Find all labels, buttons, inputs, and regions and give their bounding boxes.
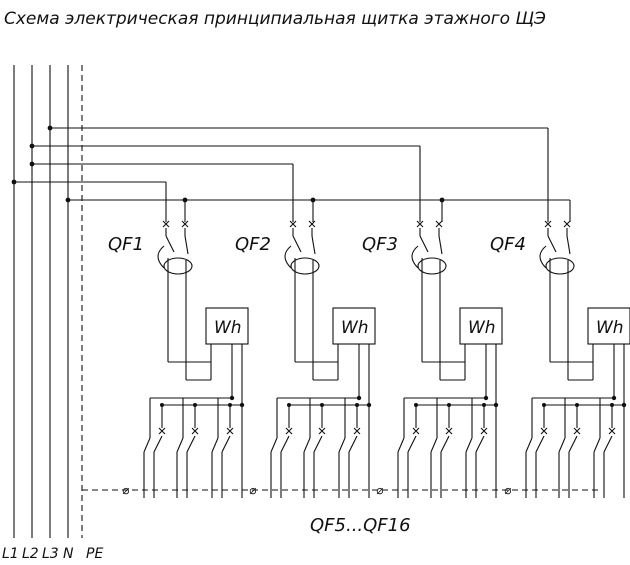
group-breakers-label: QF5...QF16 [310,515,411,536]
meter-label: Wh [468,318,496,338]
breaker-label: QF2 [235,234,271,255]
meter-label: Wh [596,318,624,338]
energy-meter [459,307,503,345]
bus-label-n: N [63,546,74,562]
energy-meter [332,307,376,345]
busbars [13,65,83,538]
energy-meter [205,307,249,345]
bus-labels: L1 L2 L3 N PE [2,546,103,562]
breaker-label: QF3 [362,234,398,255]
pe-symbol: ⌀ [504,483,512,497]
meter-label: Wh [341,318,369,338]
meter-label: Wh [214,318,242,338]
breaker-label: QF4 [490,234,526,255]
energy-meter [587,307,630,345]
bus-label-l2: L2 [22,546,39,562]
pe-symbol: ⌀ [249,483,257,497]
pe-symbol: ⌀ [122,483,130,497]
breaker-label: QF1 [108,234,144,255]
diagram-title: Схема электрическая принципиальная щитка… [4,9,546,29]
bus-label-l3: L3 [42,546,59,562]
pe-symbol: ⌀ [376,483,384,497]
feeder-lines [11,125,571,222]
bus-label-l1: L1 [2,546,19,562]
bus-label-pe: PE [86,546,103,562]
